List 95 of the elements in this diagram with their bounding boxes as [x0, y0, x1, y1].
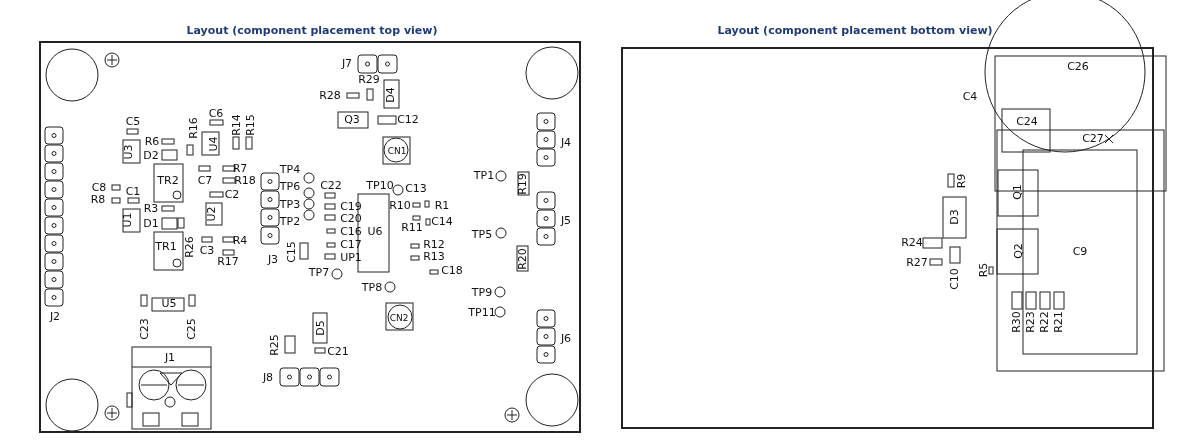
component-designator: TP1	[473, 170, 495, 182]
component-designator: R21	[1053, 311, 1065, 333]
component-designator: TR2	[157, 175, 179, 187]
component-designator: R23	[1025, 311, 1037, 333]
component-designator: J3	[267, 254, 279, 266]
component-designator: R4	[232, 235, 248, 247]
component-designator: C5	[125, 116, 141, 128]
component-designator: J6	[560, 333, 572, 345]
component-designator: Q2	[1013, 243, 1025, 259]
component-designator: U1	[122, 212, 134, 228]
component-designator: TP8	[361, 282, 383, 294]
component-designator: R7	[232, 163, 248, 175]
component-designator: R20	[517, 248, 529, 270]
component-designator: TP9	[471, 287, 493, 299]
component-designator: C13	[405, 183, 427, 195]
component-designator: U5	[161, 298, 177, 310]
component-designator: Q1	[1012, 184, 1024, 200]
component-designator: C18	[441, 265, 463, 277]
component-designator: CN2	[389, 312, 409, 324]
component-designator: TP3	[279, 199, 301, 211]
component-designator: R5	[978, 262, 990, 278]
component-designator: C26	[1067, 61, 1089, 73]
component-designator: C3	[199, 245, 215, 257]
component-designator: R6	[144, 136, 160, 148]
component-designator: TP10	[366, 180, 394, 192]
component-designator: TP7	[308, 267, 330, 279]
component-designator: C12	[397, 114, 419, 126]
component-designator: R9	[956, 173, 968, 189]
component-designator: C16	[340, 226, 362, 238]
component-designator: C21	[327, 346, 349, 358]
component-designator: C8	[91, 182, 107, 194]
component-designator: C19	[340, 201, 362, 213]
component-designator: C14	[431, 216, 453, 228]
component-designator: R27	[906, 257, 928, 269]
component-designator: J1	[164, 352, 176, 364]
component-designator: TP5	[471, 229, 493, 241]
component-designator: TP6	[279, 181, 301, 193]
component-designator: U4	[208, 136, 220, 152]
component-designator: J7	[341, 58, 353, 70]
component-designator: TR1	[155, 241, 177, 253]
component-designator: J2	[49, 311, 61, 323]
view-heading: Layout (component placement bottom view)	[717, 23, 993, 37]
component-designator: TP4	[279, 164, 301, 176]
component-designator: UP1	[340, 252, 362, 264]
component-designator: C4	[962, 91, 978, 103]
component-designator: U2	[206, 206, 218, 222]
component-designator: R29	[358, 74, 380, 86]
component-designator: R17	[217, 256, 239, 268]
component-designator: C1	[125, 186, 141, 198]
component-designator: R30	[1011, 311, 1023, 333]
component-designator: C20	[340, 213, 362, 225]
component-designator: R16	[188, 117, 200, 139]
view-heading: Layout (component placement top view)	[186, 23, 438, 37]
component-designator: D1	[143, 218, 159, 230]
component-designator: C22	[320, 180, 342, 192]
component-designator: R8	[90, 194, 106, 206]
component-designator: D2	[143, 150, 159, 162]
component-designator: Q3	[344, 114, 360, 126]
component-designator: R13	[423, 251, 445, 263]
component-designator: C6	[208, 108, 224, 120]
component-designator: R25	[269, 334, 281, 356]
component-designator: R12	[423, 239, 445, 251]
component-designator: C27	[1082, 133, 1104, 145]
component-designator: R11	[401, 222, 423, 234]
component-designator: D5	[315, 320, 327, 336]
component-designator: C15	[286, 241, 298, 263]
component-designator: C25	[186, 318, 198, 340]
component-designator: J4	[560, 137, 572, 149]
component-designator: C23	[139, 318, 151, 340]
component-designator: TP11	[468, 307, 496, 319]
component-designator: R10	[389, 200, 411, 212]
component-designator: J5	[560, 215, 572, 227]
component-designator: R18	[234, 175, 256, 187]
component-designator: J8	[262, 372, 274, 384]
component-designator: R14	[231, 114, 243, 136]
component-designator: TP2	[279, 216, 301, 228]
component-designator: R22	[1039, 311, 1051, 333]
component-designator: C17	[340, 239, 362, 251]
component-designator: D4	[385, 87, 397, 103]
component-designator: R1	[434, 200, 450, 212]
component-designator: R3	[143, 203, 159, 215]
component-designator: R19	[517, 173, 529, 195]
component-designator: C24	[1016, 116, 1038, 128]
component-designator: U6	[367, 226, 383, 238]
component-designator: R26	[184, 236, 196, 258]
component-designator: R15	[245, 114, 257, 136]
component-designator: R24	[901, 237, 923, 249]
component-designator: C2	[224, 189, 240, 201]
component-designator: U3	[123, 144, 135, 160]
component-designator: D3	[949, 209, 961, 225]
component-designator: CN1	[387, 145, 407, 157]
component-designator: C10	[949, 268, 961, 290]
component-designator: C9	[1072, 246, 1088, 258]
component-designator: R28	[319, 90, 341, 102]
component-designator: C7	[197, 175, 213, 187]
